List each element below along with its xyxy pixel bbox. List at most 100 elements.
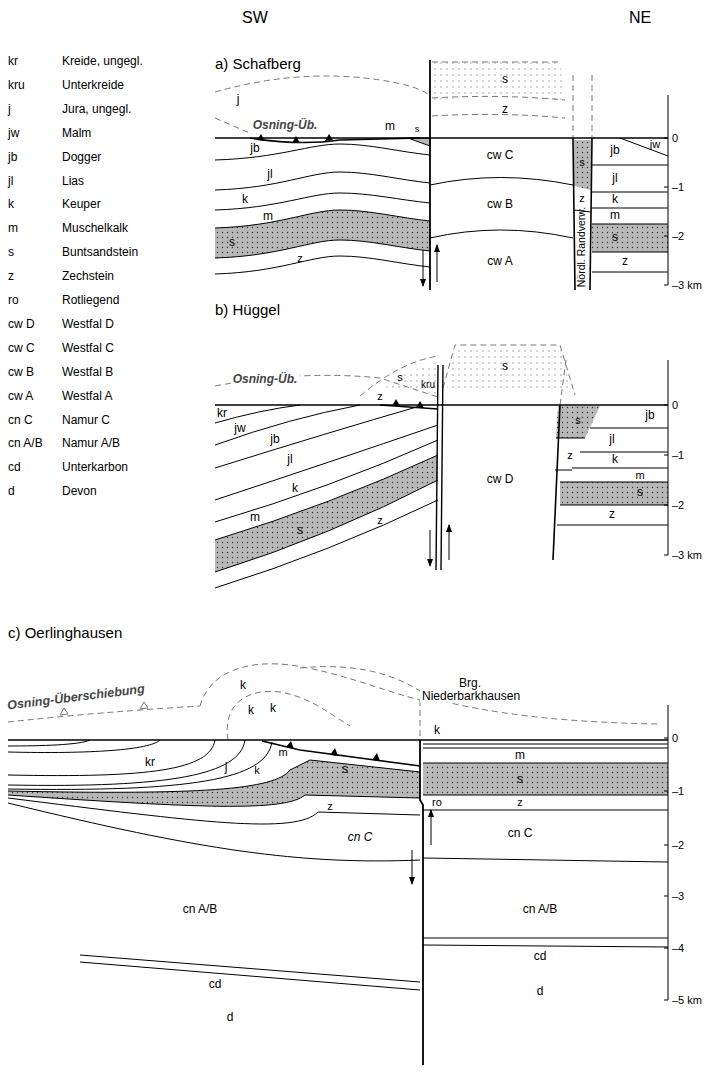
section-b-stroke [447,348,572,392]
legend-entry: jw [8,127,19,140]
section-a-stroke [432,96,565,100]
unit-label: cd [209,978,222,991]
unit-label: jl [612,172,617,185]
section-b-stroke [385,362,438,394]
section-title: c) Oerlinghausen [8,625,122,642]
legend-entry: Zechstein [62,271,114,284]
legend-entry: cw C [8,342,35,355]
section-b-stroke [392,399,424,408]
unit-label: cw C [487,149,514,162]
legend-entry: j [8,103,11,116]
section-a-stroke [215,144,430,160]
legend-entry: Keuper [62,199,101,212]
unit-label: cw B [487,198,513,211]
section-c-stroke [286,741,380,761]
unit-label: k [246,704,256,717]
section-c [8,664,668,1065]
unit-label: d [227,1011,234,1024]
depth-label: –1 [672,181,684,193]
unit-label: m [385,120,395,133]
unit-label: jb [250,142,259,155]
section-a-stroke [408,138,430,146]
legend-entry: z [8,271,14,284]
depth-label: 0 [672,399,678,411]
unit-label: Brg. Niederbarkhausen [420,677,520,703]
section-b-stroke [553,405,560,560]
section-c-stroke [8,798,420,824]
unit-label: z [377,390,383,402]
depth-label: –1 [672,785,684,797]
section-b-stroke [555,438,585,470]
section-c-stroke [8,760,420,806]
section-a-stroke [215,76,430,96]
unit-label: Osning-Üb. [251,119,320,132]
section-a-stroke [432,114,565,118]
section-b-stroke [443,345,575,395]
section-c-stroke [262,741,420,766]
section-c-stroke [200,664,420,706]
unit-label: m [250,511,260,524]
depth-label: –2 [672,230,684,242]
section-a-stroke [423,250,424,286]
section-b-stroke [215,480,438,572]
section-c-stroke [420,700,421,740]
unit-label: cn C [508,827,533,840]
section-c-stroke [8,795,420,806]
unit-label: s [502,360,508,373]
unit-label: s [502,73,508,86]
unit-label: jw [234,422,245,435]
legend-entry: s [8,247,14,260]
legend-entry: cw D [8,318,35,331]
unit-label: s [342,763,348,776]
unit-label: s [637,486,643,499]
unit-label: ro [432,796,442,808]
depth-label: –1 [672,449,684,461]
section-b-stroke [215,440,438,522]
legend-entry: jb [8,151,17,164]
unit-label: jb [645,409,654,422]
unit-label: k [242,193,248,206]
section-c-stroke [420,740,423,1065]
depth-label: –5 km [672,994,702,1006]
unit-label: jb [610,144,619,157]
legend-entry: Lias [62,175,84,188]
section-c-stroke [8,740,215,776]
unit-label: jb [270,433,279,446]
unit-label: k [434,724,440,737]
unit-label: j [225,761,228,774]
section-b-stroke [215,425,438,500]
legend-entry: cw A [8,390,33,403]
unit-label: cd [534,950,547,963]
unit-label: kr [145,756,155,769]
unit-label: s [579,156,585,168]
legend-entry: Westfal B [62,366,113,379]
section-a [215,60,668,290]
unit-label: z [622,255,628,268]
unit-label: s [397,371,403,383]
section-a-stroke [592,224,668,252]
unit-label: d [537,985,544,998]
section-c-stroke [431,810,432,845]
section-c-stroke [423,763,668,795]
section-a-stroke [215,210,430,258]
section-b-stroke [215,406,420,468]
legend-entry: cn C [8,414,33,427]
unit-label: m [515,749,525,762]
legend-entry: Namur A/B [62,438,120,451]
section-c-stroke [8,740,245,785]
unit-label: cw D [487,473,514,486]
unit-label: k [612,193,618,206]
direction-label: NE [629,9,651,27]
unit-label: s [575,414,581,426]
section-a-stroke [430,230,573,238]
section-b-stroke [560,360,566,405]
section-c-stroke [300,667,660,724]
unit-label: cn A/B [183,903,218,916]
unit-label: jl [287,453,292,466]
unit-label: j [237,93,240,106]
unit-label: k [612,453,618,466]
section-b-stroke [215,455,438,572]
section-b-stroke [215,500,438,588]
